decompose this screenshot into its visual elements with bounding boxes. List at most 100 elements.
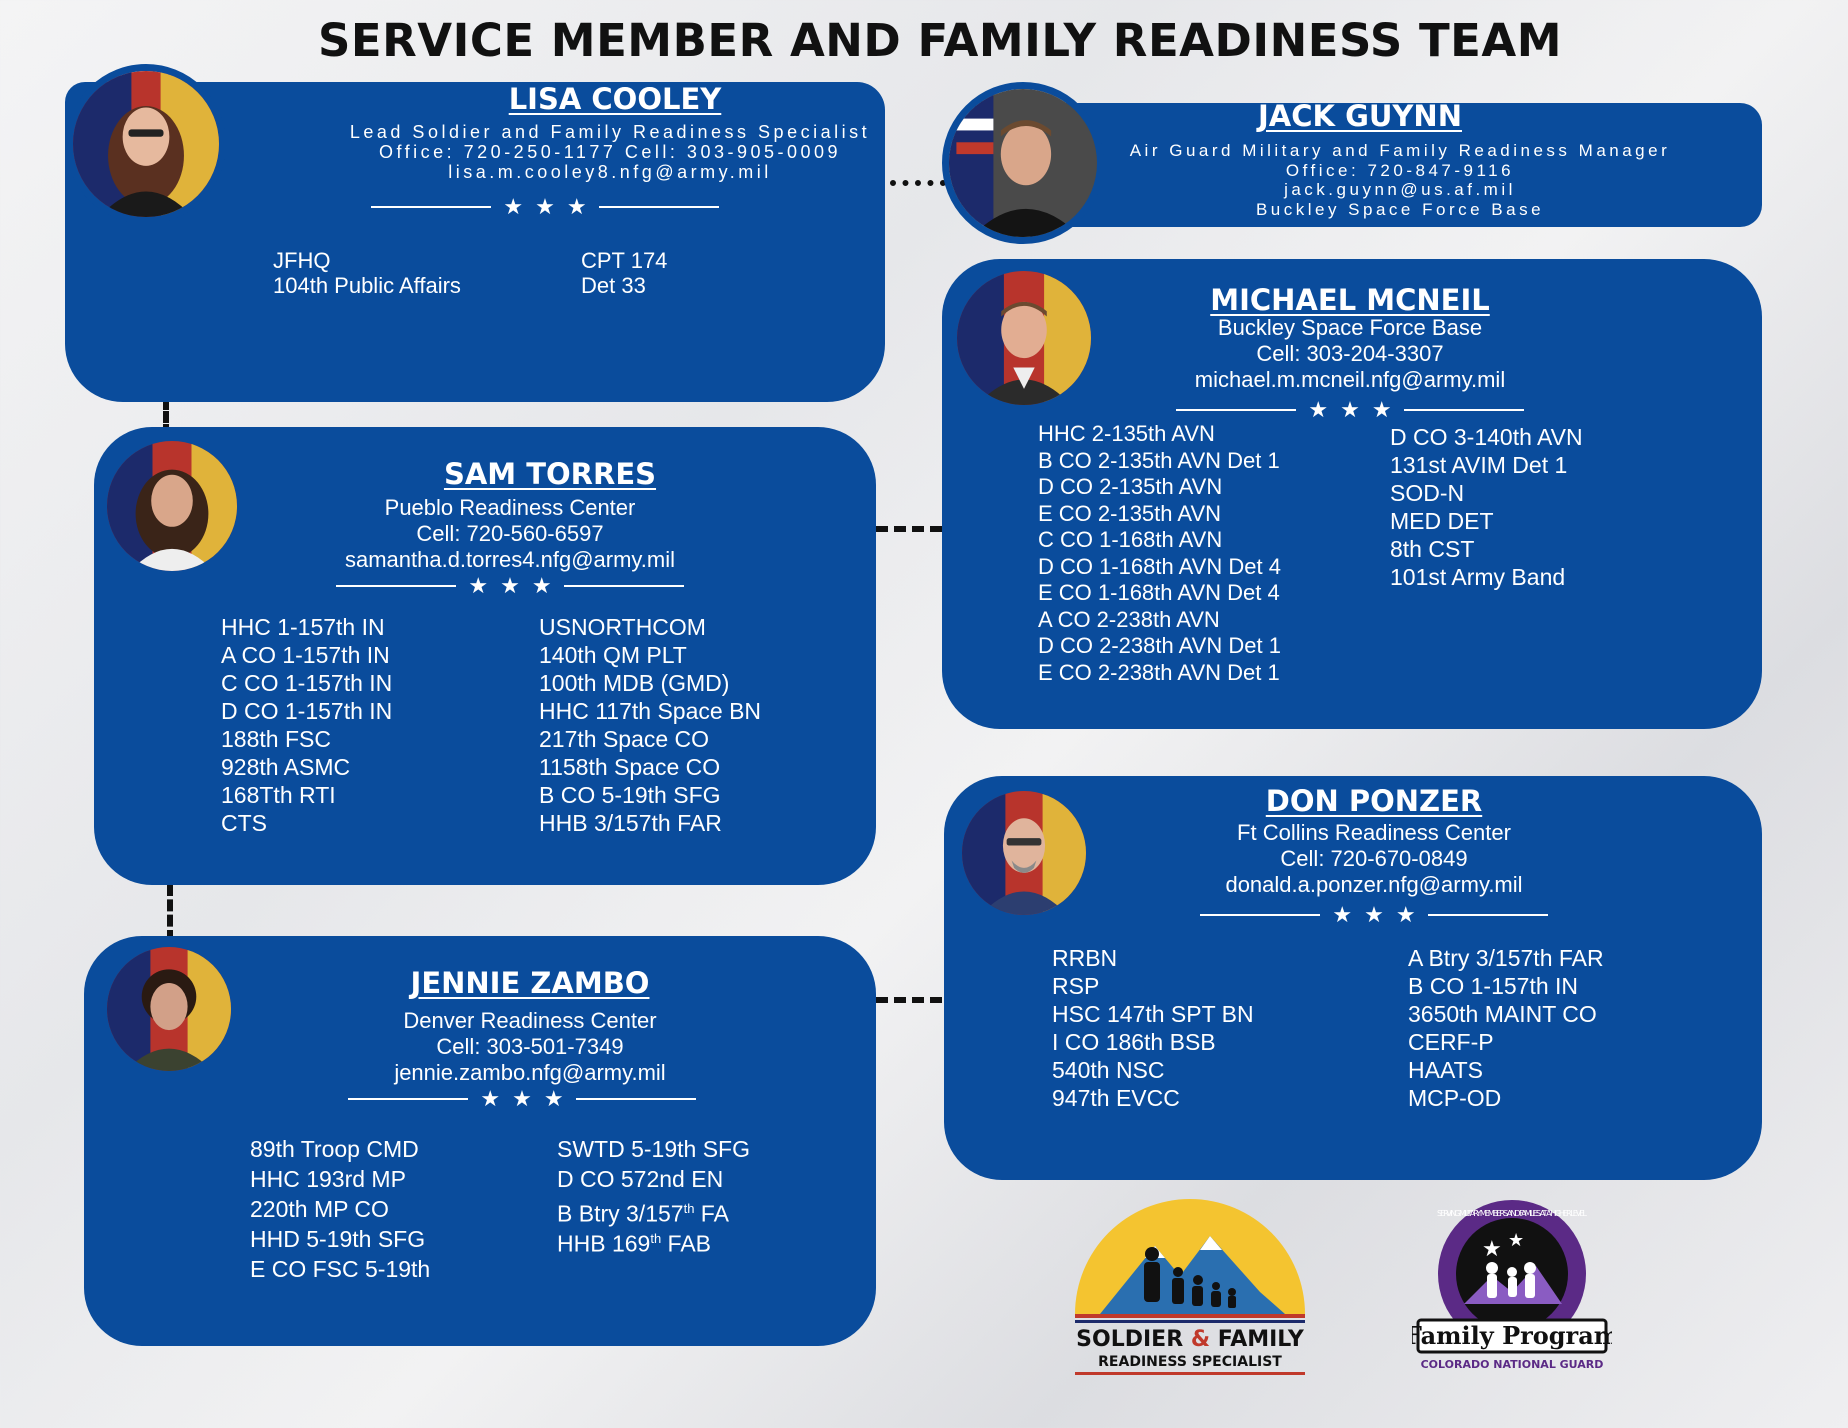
unit-item: SOD-N xyxy=(1390,480,1465,506)
unit-item: 104th Public Affairs xyxy=(273,273,461,298)
stars-icon: ★★★ xyxy=(1308,397,1404,422)
member-phone: Cell: 303-501-7349 xyxy=(436,1034,624,1059)
unit-item: E CO 2-135th AVN xyxy=(1038,500,1222,526)
member-phone: Cell: 720-560-6597 xyxy=(416,521,604,546)
star-divider: ★★★ xyxy=(330,573,690,599)
connector-lisa-sam xyxy=(163,398,169,436)
member-email: michael.m.mcneil.nfg@army.mil xyxy=(1194,367,1506,392)
unit-item: HHC 1-157th IN xyxy=(221,614,385,640)
member-contact: Buckley Space Force Base Cell: 303-204-3… xyxy=(1110,315,1590,393)
unit-item: A CO 2-238th AVN xyxy=(1038,606,1220,632)
family-program-logo: ★ ★ SERVING MILITARY MEMBERS AND FAMILIE… xyxy=(1405,1196,1619,1378)
unit-item: E CO 1-168th AVN Det 4 xyxy=(1038,580,1280,605)
member-location: Buckley Space Force Base xyxy=(1255,199,1545,219)
member-email: lisa.m.cooley8.nfg@army.mil xyxy=(448,162,772,182)
unit-item: 947th EVCC xyxy=(1052,1085,1180,1111)
unit-item: 1158th Space CO xyxy=(539,754,721,780)
member-phone: Cell: 720-670-0849 xyxy=(1280,846,1468,871)
avatar-jennie-zambo xyxy=(100,940,238,1078)
unit-item: CERF-P xyxy=(1408,1029,1494,1055)
unit-item: D CO 572nd EN xyxy=(557,1166,724,1192)
unit-item: USNORTHCOM xyxy=(539,614,706,640)
stars-icon: ★★★ xyxy=(1332,902,1428,927)
unit-item: 140th QM PLT xyxy=(539,642,687,668)
member-location: Denver Readiness Center xyxy=(403,1008,657,1033)
units-col-2: A Btry 3/157th FAR B CO 1-157th IN 3650t… xyxy=(1408,944,1604,1112)
unit-item: I CO 186th BSB xyxy=(1052,1029,1216,1055)
avatar-sam-torres xyxy=(100,434,244,578)
avatar-michael-mcneil xyxy=(950,264,1098,412)
units-col-2: D CO 3-140th AVN 131st AVIM Det 1 SOD-N … xyxy=(1390,423,1583,591)
unit-item: HHC 193rd MP xyxy=(250,1166,406,1192)
unit-item: B CO 5-19th SFG xyxy=(539,782,721,808)
unit-item: RSP xyxy=(1052,973,1100,999)
member-name: LISA COOLEY xyxy=(508,82,722,116)
connector-sam-michael xyxy=(876,526,942,532)
stars-icon: ★★★ xyxy=(480,1086,576,1111)
member-email: donald.a.ponzer.nfg@army.mil xyxy=(1225,872,1523,897)
member-role: Lead Soldier and Family Readiness Specia… xyxy=(349,122,871,142)
unit-item: MCP-OD xyxy=(1408,1085,1502,1111)
unit-item: 540th NSC xyxy=(1052,1057,1165,1083)
unit-item: A CO 1-157th IN xyxy=(221,642,390,668)
units-col-2: CPT 174 Det 33 xyxy=(581,248,667,298)
unit-item: 89th Troop CMD xyxy=(250,1136,419,1162)
unit-item: SWTD 5-19th SFG xyxy=(557,1136,750,1162)
units-col-2: USNORTHCOM 140th QM PLT 100th MDB (GMD) … xyxy=(539,613,761,837)
unit-item: 168Tth RTI xyxy=(221,782,336,808)
star-divider: ★★★ xyxy=(365,194,725,220)
member-email: jack.guynn@us.af.mil xyxy=(1284,180,1516,199)
units-col-1: HHC 2-135th AVN B CO 2-135th AVN Det 1 D… xyxy=(1038,421,1281,686)
unit-item: B Btry 3/157th FA xyxy=(557,1200,729,1227)
member-name: SAM TORRES xyxy=(443,457,657,491)
member-contact: Ft Collins Readiness Center Cell: 720-67… xyxy=(1134,820,1614,898)
unit-item: CTS xyxy=(221,810,267,836)
unit-item: 188th FSC xyxy=(221,726,331,752)
unit-item: HHC 2-135th AVN xyxy=(1038,421,1215,446)
logo-arc-text: SERVING MILITARY MEMBERS AND FAMILIES AT… xyxy=(1437,1209,1588,1218)
star-icon: ★ xyxy=(1508,1230,1524,1251)
member-phone: Office: 720-250-1177 Cell: 303-905-0009 xyxy=(378,142,842,162)
member-name: JENNIE ZAMBO xyxy=(410,966,650,1000)
logo-subtext: READINESS SPECIALIST xyxy=(1098,1354,1282,1370)
unit-item: MED DET xyxy=(1390,508,1494,534)
member-phone: Office: 720-847-9116 xyxy=(1285,160,1515,180)
units-col-1: 89th Troop CMD HHC 193rd MP 220th MP CO … xyxy=(250,1134,430,1284)
unit-item: A Btry 3/157th FAR xyxy=(1408,945,1604,971)
member-name: JACK GUYNN xyxy=(1258,99,1462,133)
unit-item: HSC 147th SPT BN xyxy=(1052,1001,1254,1027)
unit-item: 217th Space CO xyxy=(539,726,710,752)
member-phone: Cell: 303-204-3307 xyxy=(1256,341,1444,366)
unit-item: 100th MDB (GMD) xyxy=(539,670,730,696)
unit-item: D CO 3-140th AVN xyxy=(1390,424,1583,450)
member-role: Air Guard Military and Family Readiness … xyxy=(1129,141,1671,160)
member-contact: Air Guard Military and Family Readiness … xyxy=(1040,141,1760,219)
unit-item: HHB 3/157th FAR xyxy=(539,810,722,836)
card-jack-guynn: JACK GUYNN Air Guard Military and Family… xyxy=(1040,99,1762,227)
units-col-1: JFHQ 104th Public Affairs xyxy=(273,248,461,298)
unit-item: D CO 1-157th IN xyxy=(221,698,393,724)
unit-item: HHC 117th Space BN xyxy=(539,698,762,724)
avatar-don-ponzer xyxy=(955,784,1093,922)
unit-item: B CO 2-135th AVN Det 1 xyxy=(1038,447,1280,473)
card-jennie-zambo: JENNIE ZAMBO Denver Readiness Center Cel… xyxy=(84,936,876,1346)
sfrs-logo: SOLDIER & FAMILY READINESS SPECIALIST xyxy=(1060,1196,1320,1378)
avatar-jack-guynn xyxy=(942,82,1104,244)
unit-item: RRBN xyxy=(1052,945,1118,971)
member-email: samantha.d.torres4.nfg@army.mil xyxy=(344,547,676,572)
member-contact: Denver Readiness Center Cell: 303-501-73… xyxy=(290,1008,770,1086)
member-location: Ft Collins Readiness Center xyxy=(1237,820,1511,845)
unit-item: D CO 2-238th AVN Det 1 xyxy=(1038,633,1281,658)
page-title: SERVICE MEMBER AND FAMILY READINESS TEAM xyxy=(317,14,1563,67)
connector-sam-jennie xyxy=(167,884,173,942)
star-icon: ★ xyxy=(1482,1237,1502,1262)
member-name: MICHAEL MCNEIL xyxy=(1210,283,1490,317)
logo-text: SOLDIER xyxy=(1076,1327,1183,1352)
unit-item: HAATS xyxy=(1408,1057,1483,1083)
member-contact: Pueblo Readiness Center Cell: 720-560-65… xyxy=(290,495,730,573)
unit-item: CPT 174 xyxy=(581,248,668,273)
star-divider: ★★★ xyxy=(1194,902,1554,928)
unit-item: 220th MP CO xyxy=(250,1196,389,1222)
unit-item: C CO 1-157th IN xyxy=(221,670,393,696)
unit-item: 3650th MAINT CO xyxy=(1408,1001,1597,1027)
